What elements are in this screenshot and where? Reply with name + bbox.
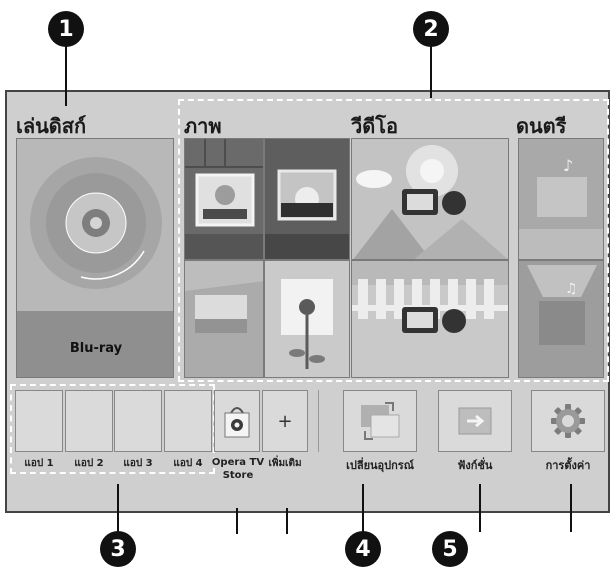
apps-highlight xyxy=(10,384,215,474)
photo-tile-4[interactable] xyxy=(264,260,350,378)
settings-button[interactable] xyxy=(531,390,605,452)
video-tile-1[interactable] xyxy=(351,138,509,260)
gear-icon xyxy=(551,404,585,438)
callout-5: 5 xyxy=(432,531,468,567)
switch-device-icon xyxy=(361,402,400,440)
function-button[interactable] xyxy=(438,390,512,452)
callout-1-line xyxy=(65,46,67,106)
content-highlight xyxy=(178,99,609,382)
settings-line xyxy=(570,484,572,532)
callout-3: 3 xyxy=(100,531,136,567)
opera-tv-store-button[interactable] xyxy=(214,390,260,452)
settings-label: การตั้งค่า xyxy=(545,459,591,472)
music-tile-1[interactable]: ♪ xyxy=(518,138,604,260)
music-tile-2[interactable]: ♫ xyxy=(518,260,604,378)
app-label-1: แอป 1 xyxy=(24,458,54,469)
more-label: เพิ่มเติม xyxy=(268,458,302,469)
video-camera-icon-2 xyxy=(352,261,508,333)
photo-tile-3[interactable] xyxy=(184,260,264,378)
disc-play-title: เล่นดิสก์ xyxy=(16,114,87,138)
app-slot-1[interactable] xyxy=(15,390,63,452)
callout-5-line xyxy=(479,484,481,532)
divider xyxy=(318,390,319,452)
change-device-button[interactable] xyxy=(343,390,417,452)
callout-2-line xyxy=(430,46,432,98)
app-label-2: แอป 2 xyxy=(74,458,104,469)
opera-line xyxy=(236,508,238,534)
photo-frame-icon xyxy=(185,139,263,259)
flower-icon xyxy=(281,279,333,369)
picture-icon xyxy=(185,281,263,377)
photo-tile-1[interactable] xyxy=(184,138,264,260)
more-button[interactable]: + xyxy=(262,390,308,452)
callout-4: 4 xyxy=(345,531,381,567)
arrow-right-icon xyxy=(458,407,492,435)
function-label: ฟังก์ชั่น xyxy=(457,459,493,472)
callout-4-line xyxy=(362,484,364,532)
music-title: ดนตรี xyxy=(516,114,567,138)
video-title: วีดีโอ xyxy=(351,114,398,138)
app-slot-3[interactable] xyxy=(114,390,162,452)
more-line xyxy=(286,508,288,534)
landscape-photo-icon xyxy=(265,169,349,259)
app-label-4: แอป 4 xyxy=(173,458,203,469)
disc-type-label: Blu-ray xyxy=(69,341,123,356)
shopping-bag-icon xyxy=(224,407,250,438)
video-camera-icon xyxy=(353,145,508,259)
disc-play-tile[interactable]: Blu-ray xyxy=(16,138,174,378)
svg-text:♫: ♫ xyxy=(565,281,578,297)
disc-icon xyxy=(17,139,173,377)
music-box-icon: ♫ xyxy=(527,265,597,345)
plus-icon: + xyxy=(277,410,293,432)
photo-title: ภาพ xyxy=(184,114,222,138)
photo-tile-2[interactable] xyxy=(264,138,350,260)
callout-3-line xyxy=(117,484,119,532)
app-label-3: แอป 3 xyxy=(123,458,153,469)
app-slot-2[interactable] xyxy=(65,390,113,452)
video-tile-2[interactable] xyxy=(351,260,509,378)
app-slot-4[interactable] xyxy=(164,390,212,452)
callout-1: 1 xyxy=(48,11,84,47)
change-device-label: เปลี่ยนอุปกรณ์ xyxy=(346,459,414,472)
callout-2: 2 xyxy=(413,11,449,47)
svg-text:♪: ♪ xyxy=(563,156,573,175)
opera-tv-store-label: Opera TV Store xyxy=(211,457,265,481)
music-note-icon: ♪ xyxy=(519,156,603,259)
